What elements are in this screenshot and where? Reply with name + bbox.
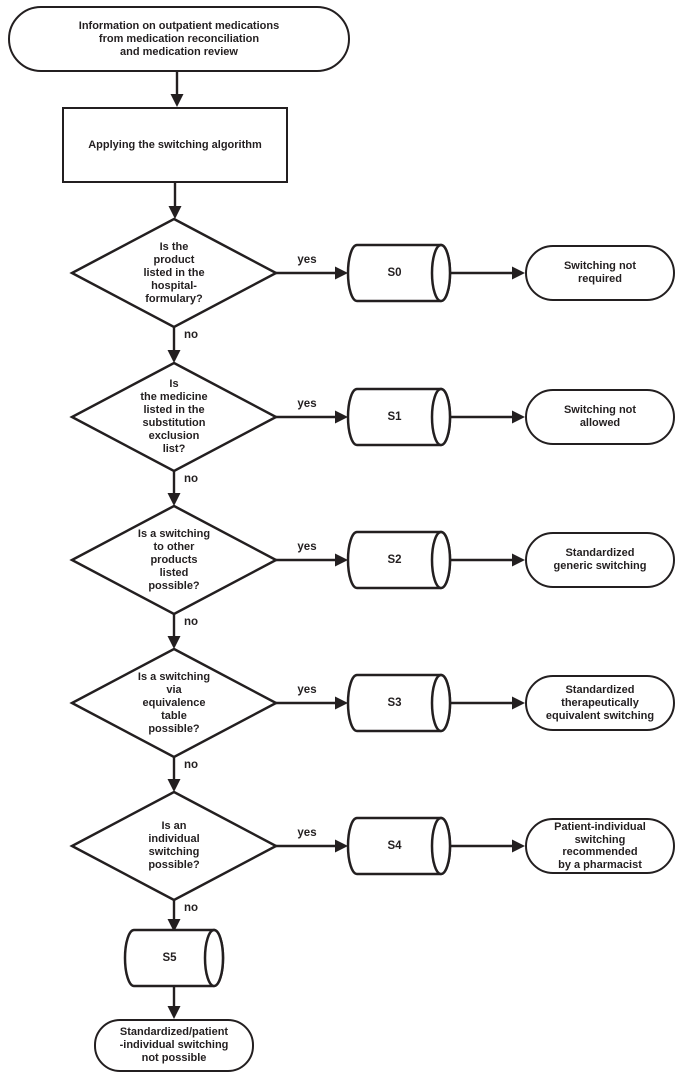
step-cylinder-s5-face bbox=[203, 928, 225, 988]
outcome-terminator-5: Patient-individual switching recommended… bbox=[525, 818, 675, 874]
decision-4-question: Is a switching via equivalence table pos… bbox=[137, 670, 211, 735]
process-box: Applying the switching algorithm bbox=[62, 107, 288, 183]
yes-label-2: yes bbox=[297, 398, 317, 410]
no-label-2: no bbox=[184, 473, 199, 485]
start-terminator-label: Information on outpatient medications fr… bbox=[78, 19, 280, 58]
step-cylinder-s3-face bbox=[430, 673, 452, 733]
arrowhead bbox=[512, 553, 525, 567]
decision-1-diamond bbox=[69, 217, 279, 329]
decision-2-diamond bbox=[69, 361, 279, 473]
outcome-terminator-4: Standardized therapeutically equivalent … bbox=[525, 675, 675, 731]
yes-label-4: yes bbox=[297, 684, 317, 696]
arrowhead bbox=[167, 919, 181, 932]
step-cylinder-s4-face bbox=[430, 816, 452, 876]
no-label-4: no bbox=[184, 759, 199, 771]
arrowhead bbox=[512, 839, 525, 853]
step-cylinder-s0-face bbox=[430, 243, 452, 303]
arrowhead bbox=[167, 1006, 181, 1019]
step-cylinder-s2-face bbox=[430, 530, 452, 590]
arrowhead bbox=[335, 553, 348, 567]
arrowhead bbox=[167, 493, 181, 506]
decision-2-question: Is the medicine listed in the substituti… bbox=[140, 378, 208, 455]
step-label-s3: S3 bbox=[387, 696, 402, 709]
arrowhead bbox=[167, 779, 181, 792]
no-label-3: no bbox=[184, 616, 199, 628]
decision-4-diamond bbox=[69, 647, 279, 759]
decision-5-diamond bbox=[69, 790, 279, 902]
no-label-1: no bbox=[184, 329, 199, 341]
arrowhead bbox=[335, 410, 348, 424]
arrowhead bbox=[512, 266, 525, 280]
step-label-s1: S1 bbox=[387, 410, 402, 423]
step-cylinder-s1-face bbox=[430, 387, 452, 447]
arrowhead bbox=[335, 266, 348, 280]
yes-label-5: yes bbox=[297, 827, 317, 839]
yes-label-3: yes bbox=[297, 541, 317, 553]
start-terminator: Information on outpatient medications fr… bbox=[8, 6, 350, 72]
arrowhead bbox=[335, 696, 348, 710]
decision-5-question: Is an individual switching possible? bbox=[148, 820, 200, 871]
outcome-terminator-2: Switching not allowed bbox=[525, 389, 675, 445]
arrowhead bbox=[512, 410, 525, 424]
arrowhead bbox=[167, 636, 181, 649]
arrowhead bbox=[168, 206, 182, 219]
yes-label-1: yes bbox=[297, 254, 317, 266]
outcome-terminator-1: Switching not required bbox=[525, 245, 675, 301]
no-label-5: no bbox=[184, 902, 199, 914]
decision-1-question: Is the product listed in the hospital- f… bbox=[143, 240, 205, 305]
step-label-s2: S2 bbox=[387, 553, 402, 566]
step-label-s4: S4 bbox=[387, 839, 402, 852]
decision-3-question: Is a switching to other products listed … bbox=[137, 527, 211, 592]
arrowhead bbox=[167, 350, 181, 363]
arrowhead bbox=[170, 94, 184, 107]
step-label-s5: S5 bbox=[162, 951, 177, 964]
process-box-label: Applying the switching algorithm bbox=[88, 138, 262, 151]
arrowhead bbox=[335, 839, 348, 853]
arrowhead bbox=[512, 696, 525, 710]
final-outcome-terminator: Standardized/patient -individual switchi… bbox=[94, 1019, 254, 1072]
decision-3-diamond bbox=[69, 504, 279, 616]
step-label-s0: S0 bbox=[387, 266, 402, 279]
outcome-terminator-3: Standardized generic switching bbox=[525, 532, 675, 588]
